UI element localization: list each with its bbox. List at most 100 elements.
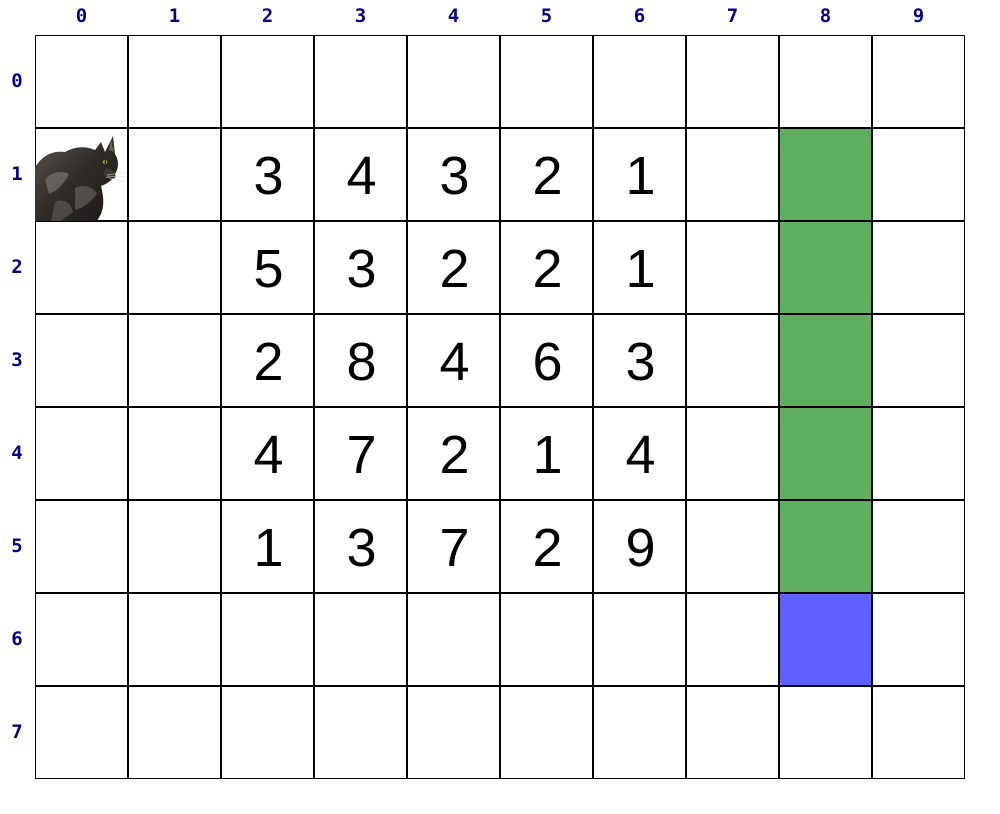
cell-number: 1	[625, 238, 656, 299]
grid-cell-r2-c3[interactable]: 3	[314, 221, 407, 314]
grid-cell-r0-c0[interactable]	[35, 35, 128, 128]
row-label-5: 5	[11, 535, 23, 557]
grid-cell-r4-c5[interactable]: 1	[500, 407, 593, 500]
grid-cell-r7-c1[interactable]	[128, 686, 221, 779]
grid-cell-r7-c7[interactable]	[686, 686, 779, 779]
grid-cell-r7-c9[interactable]	[872, 686, 965, 779]
cell-number: 4	[625, 424, 656, 485]
grid-cell-r3-c6[interactable]: 3	[593, 314, 686, 407]
grid-cell-r0-c8[interactable]	[779, 35, 872, 128]
column-label-8: 8	[819, 5, 832, 27]
grid-cell-r0-c6[interactable]	[593, 35, 686, 128]
grid-cell-r2-c9[interactable]	[872, 221, 965, 314]
grid-cell-r6-c7[interactable]	[686, 593, 779, 686]
row-label-3: 3	[11, 349, 23, 371]
grid-cell-r5-c4[interactable]: 7	[407, 500, 500, 593]
grid-cell-r5-c3[interactable]: 3	[314, 500, 407, 593]
cell-number: 4	[253, 424, 284, 485]
grid-cell-r2-c4[interactable]: 2	[407, 221, 500, 314]
cell-number: 6	[532, 331, 563, 392]
grid-cell-r2-c5[interactable]: 2	[500, 221, 593, 314]
grid-cell-r2-c0[interactable]	[35, 221, 128, 314]
grid-cell-r3-c5[interactable]: 6	[500, 314, 593, 407]
grid-cell-r7-c4[interactable]	[407, 686, 500, 779]
grid-cell-r1-c6[interactable]: 1	[593, 128, 686, 221]
green-cell-r3-c8[interactable]	[779, 314, 872, 407]
grid-cell-r0-c4[interactable]	[407, 35, 500, 128]
cell-number: 2	[439, 424, 470, 485]
grid-cell-r0-c2[interactable]	[221, 35, 314, 128]
grid-cell-r1-c9[interactable]	[872, 128, 965, 221]
grid-cell-r4-c0[interactable]	[35, 407, 128, 500]
grid-cell-r0-c1[interactable]	[128, 35, 221, 128]
grid-cell-r7-c0[interactable]	[35, 686, 128, 779]
green-cell-r5-c8[interactable]	[779, 500, 872, 593]
grid-cell-r3-c2[interactable]: 2	[221, 314, 314, 407]
cell-number: 2	[532, 238, 563, 299]
cell-number: 1	[532, 424, 563, 485]
grid-cell-r3-c3[interactable]: 8	[314, 314, 407, 407]
grid-cell-r5-c0[interactable]	[35, 500, 128, 593]
grid-cell-r6-c9[interactable]	[872, 593, 965, 686]
grid-cell-r1-c7[interactable]	[686, 128, 779, 221]
grid-cell-r3-c7[interactable]	[686, 314, 779, 407]
row-label-7: 7	[11, 721, 23, 743]
cell-number: 1	[625, 145, 656, 206]
grid-cell-r6-c3[interactable]	[314, 593, 407, 686]
green-cell-r4-c8[interactable]	[779, 407, 872, 500]
grid-cell-r6-c2[interactable]	[221, 593, 314, 686]
grid-cell-r2-c6[interactable]: 1	[593, 221, 686, 314]
grid-cell-r4-c4[interactable]: 2	[407, 407, 500, 500]
row-label-0: 0	[11, 70, 23, 92]
grid-cell-r6-c0[interactable]	[35, 593, 128, 686]
grid-cell-r1-c1[interactable]	[128, 128, 221, 221]
grid-cell-r4-c1[interactable]	[128, 407, 221, 500]
grid-cell-r3-c0[interactable]	[35, 314, 128, 407]
grid-cell-r7-c2[interactable]	[221, 686, 314, 779]
grid-cell-r3-c4[interactable]: 4	[407, 314, 500, 407]
grid-cell-r6-c4[interactable]	[407, 593, 500, 686]
cell-number: 5	[253, 238, 284, 299]
cell-number: 3	[439, 145, 470, 206]
grid-cell-r1-c3[interactable]: 4	[314, 128, 407, 221]
grid-cell-r5-c1[interactable]	[128, 500, 221, 593]
grid-cell-r0-c5[interactable]	[500, 35, 593, 128]
grid-cell-r2-c2[interactable]: 5	[221, 221, 314, 314]
grid-cell-r1-c5[interactable]: 2	[500, 128, 593, 221]
grid-cell-r4-c2[interactable]: 4	[221, 407, 314, 500]
grid-cell-r6-c1[interactable]	[128, 593, 221, 686]
green-cell-r2-c8[interactable]	[779, 221, 872, 314]
grid-cell-r5-c7[interactable]	[686, 500, 779, 593]
grid-cell-r2-c1[interactable]	[128, 221, 221, 314]
grid-cell-r3-c9[interactable]	[872, 314, 965, 407]
grid-cell-r7-c6[interactable]	[593, 686, 686, 779]
grid-cell-r7-c8[interactable]	[779, 686, 872, 779]
cell-number: 3	[253, 145, 284, 206]
column-label-7: 7	[726, 5, 739, 27]
grid-cell-r5-c9[interactable]	[872, 500, 965, 593]
cell-number: 8	[346, 331, 377, 392]
grid-cell-r4-c7[interactable]	[686, 407, 779, 500]
grid-cell-r5-c6[interactable]: 9	[593, 500, 686, 593]
grid-cell-r5-c5[interactable]: 2	[500, 500, 593, 593]
column-label-1: 1	[168, 5, 181, 27]
green-cell-r1-c8[interactable]	[779, 128, 872, 221]
grid-cell-r6-c5[interactable]	[500, 593, 593, 686]
grid-cell-r4-c6[interactable]: 4	[593, 407, 686, 500]
grid-cell-r7-c3[interactable]	[314, 686, 407, 779]
grid-cell-r4-c9[interactable]	[872, 407, 965, 500]
grid-cell-r0-c7[interactable]	[686, 35, 779, 128]
grid-cell-r7-c5[interactable]	[500, 686, 593, 779]
cell-number: 3	[346, 238, 377, 299]
grid-cell-r0-c9[interactable]	[872, 35, 965, 128]
grid-cell-r4-c3[interactable]: 7	[314, 407, 407, 500]
grid-cell-r3-c1[interactable]	[128, 314, 221, 407]
blue-cell-r6-c8[interactable]	[779, 593, 872, 686]
grid-cell-r1-c4[interactable]: 3	[407, 128, 500, 221]
grid-cell-r5-c2[interactable]: 1	[221, 500, 314, 593]
grid-cell-r6-c6[interactable]	[593, 593, 686, 686]
grid-cell-r2-c7[interactable]	[686, 221, 779, 314]
grid-cell-r0-c3[interactable]	[314, 35, 407, 128]
grid-cell-r1-c2[interactable]: 3	[221, 128, 314, 221]
